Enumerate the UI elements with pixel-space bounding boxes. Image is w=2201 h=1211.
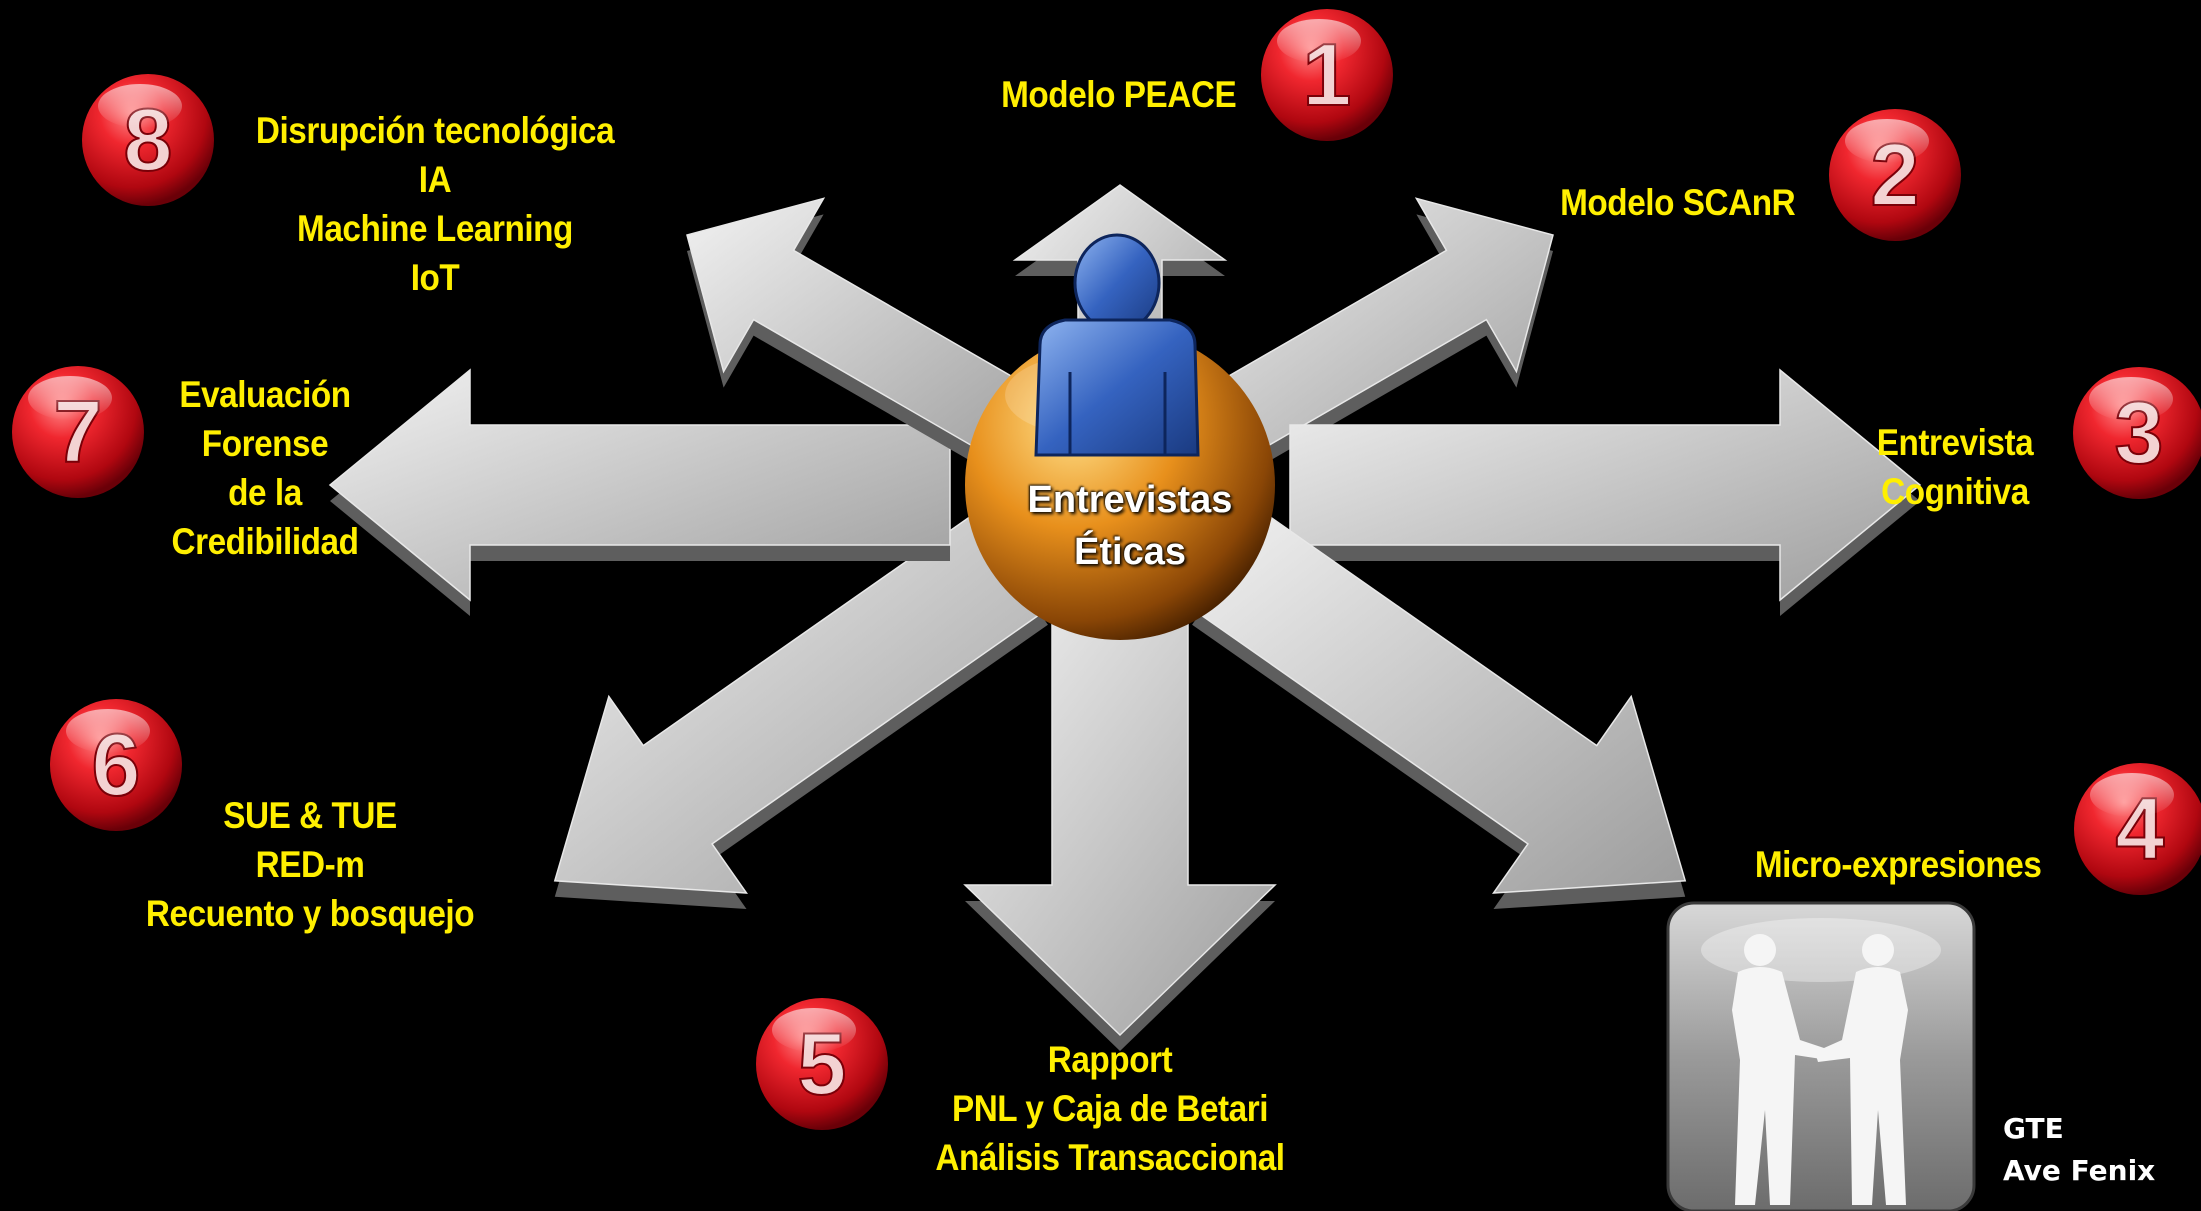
item-3-line: Entrevista bbox=[1876, 422, 2034, 463]
item-5-line: Análisis Transaccional bbox=[935, 1137, 1285, 1178]
hub-label: Entrevistas Éticas bbox=[1010, 474, 1250, 578]
badge-4: 4 bbox=[2074, 763, 2201, 895]
item-6-line: RED-m bbox=[255, 844, 365, 885]
item-8-line: Disrupción tecnológica bbox=[255, 110, 615, 151]
credit-line1: GTE bbox=[2003, 1112, 2064, 1145]
hub-label-line1: Entrevistas bbox=[1027, 479, 1233, 521]
arrow-8 bbox=[686, 197, 1055, 486]
radial-arrows bbox=[328, 184, 1922, 1051]
badge-5: 5 bbox=[756, 998, 888, 1130]
item-6-label: SUE & TUE RED-m Recuento y bosquejo bbox=[121, 791, 499, 938]
item-1-label: Modelo PEACE bbox=[1000, 70, 1237, 119]
item-7-line: Forense bbox=[201, 423, 329, 464]
item-5-line: PNL y Caja de Betari bbox=[951, 1088, 1269, 1129]
item-6-line: Recuento y bosquejo bbox=[145, 893, 475, 934]
item-8-line: Machine Learning bbox=[297, 208, 573, 249]
item-7-label: Evaluación Forense de la Credibilidad bbox=[139, 370, 391, 566]
item-4-line: Micro-expresiones bbox=[1754, 844, 2041, 885]
item-1-line: Modelo PEACE bbox=[1000, 74, 1237, 115]
item-4-label: Micro-expresiones bbox=[1754, 840, 2041, 889]
item-8-line: IoT bbox=[410, 257, 460, 298]
item-3-label: Entrevista Cognitiva bbox=[1856, 418, 2054, 516]
badge-7: 7 bbox=[12, 366, 144, 498]
person-icon bbox=[1034, 233, 1200, 457]
credit-line2: Ave Fenix bbox=[2003, 1154, 2156, 1187]
arrow-5 bbox=[963, 604, 1277, 1051]
handshake-icon bbox=[1666, 901, 1976, 1211]
item-5-label: Rapport PNL y Caja de Betari Análisis Tr… bbox=[876, 1035, 1344, 1182]
item-7-line: Credibilidad bbox=[171, 521, 359, 562]
arrow-7 bbox=[328, 368, 951, 616]
badge-1: 1 bbox=[1261, 9, 1393, 141]
credit: GTE Ave Fenix bbox=[2003, 1108, 2155, 1192]
arrow-4 bbox=[1191, 509, 1687, 910]
hub-label-line2: Éticas bbox=[1074, 531, 1186, 573]
arrow-3 bbox=[1289, 368, 1922, 616]
item-6-line: SUE & TUE bbox=[223, 795, 397, 836]
item-2-label: Modelo SCAnR bbox=[1559, 178, 1796, 227]
item-3-line: Cognitiva bbox=[1881, 471, 2029, 512]
item-7-line: de la bbox=[228, 472, 302, 513]
badge-2: 2 bbox=[1829, 109, 1961, 241]
item-7-line: Evaluación bbox=[179, 374, 351, 415]
badge-6: 6 bbox=[50, 699, 182, 831]
item-8-label: Disrupción tecnológica IA Machine Learni… bbox=[246, 106, 624, 302]
arrow-6 bbox=[553, 509, 1049, 910]
arrow-2 bbox=[1185, 197, 1554, 486]
item-8-line: IA bbox=[418, 159, 452, 200]
item-2-line: Modelo SCAnR bbox=[1559, 182, 1796, 223]
badge-3: 3 bbox=[2073, 367, 2201, 499]
badge-8: 8 bbox=[82, 74, 214, 206]
item-5-line: Rapport bbox=[1047, 1039, 1173, 1080]
